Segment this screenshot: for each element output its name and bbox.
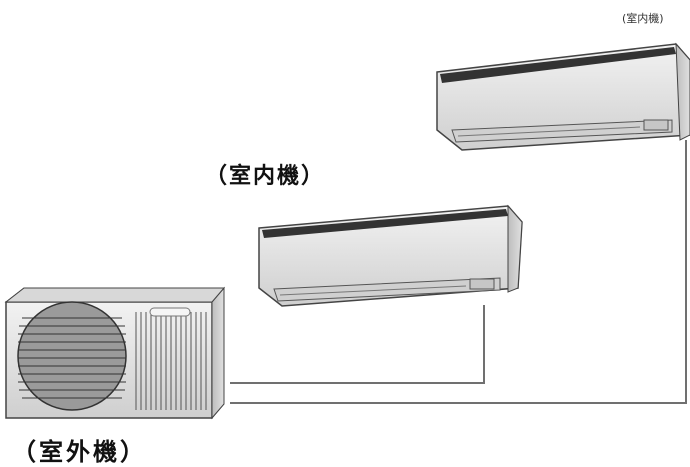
pipe-to-middle-unit xyxy=(230,305,485,384)
outdoor-side-vents xyxy=(135,312,207,410)
pipe-to-top-unit xyxy=(230,140,687,404)
indoor-unit-top-label: (室内機) xyxy=(622,12,664,25)
outdoor-brand-plate xyxy=(149,307,191,317)
refrigerant-pipes xyxy=(230,140,687,404)
outdoor-fan-grille xyxy=(17,301,127,411)
outdoor-unit xyxy=(4,286,226,420)
indoor-unit-middle xyxy=(258,204,523,307)
indoor-unit-middle-label: （室内機） xyxy=(205,164,326,189)
indoor-unit-top xyxy=(436,42,690,151)
outdoor-unit-label: （室外機） xyxy=(12,438,147,466)
